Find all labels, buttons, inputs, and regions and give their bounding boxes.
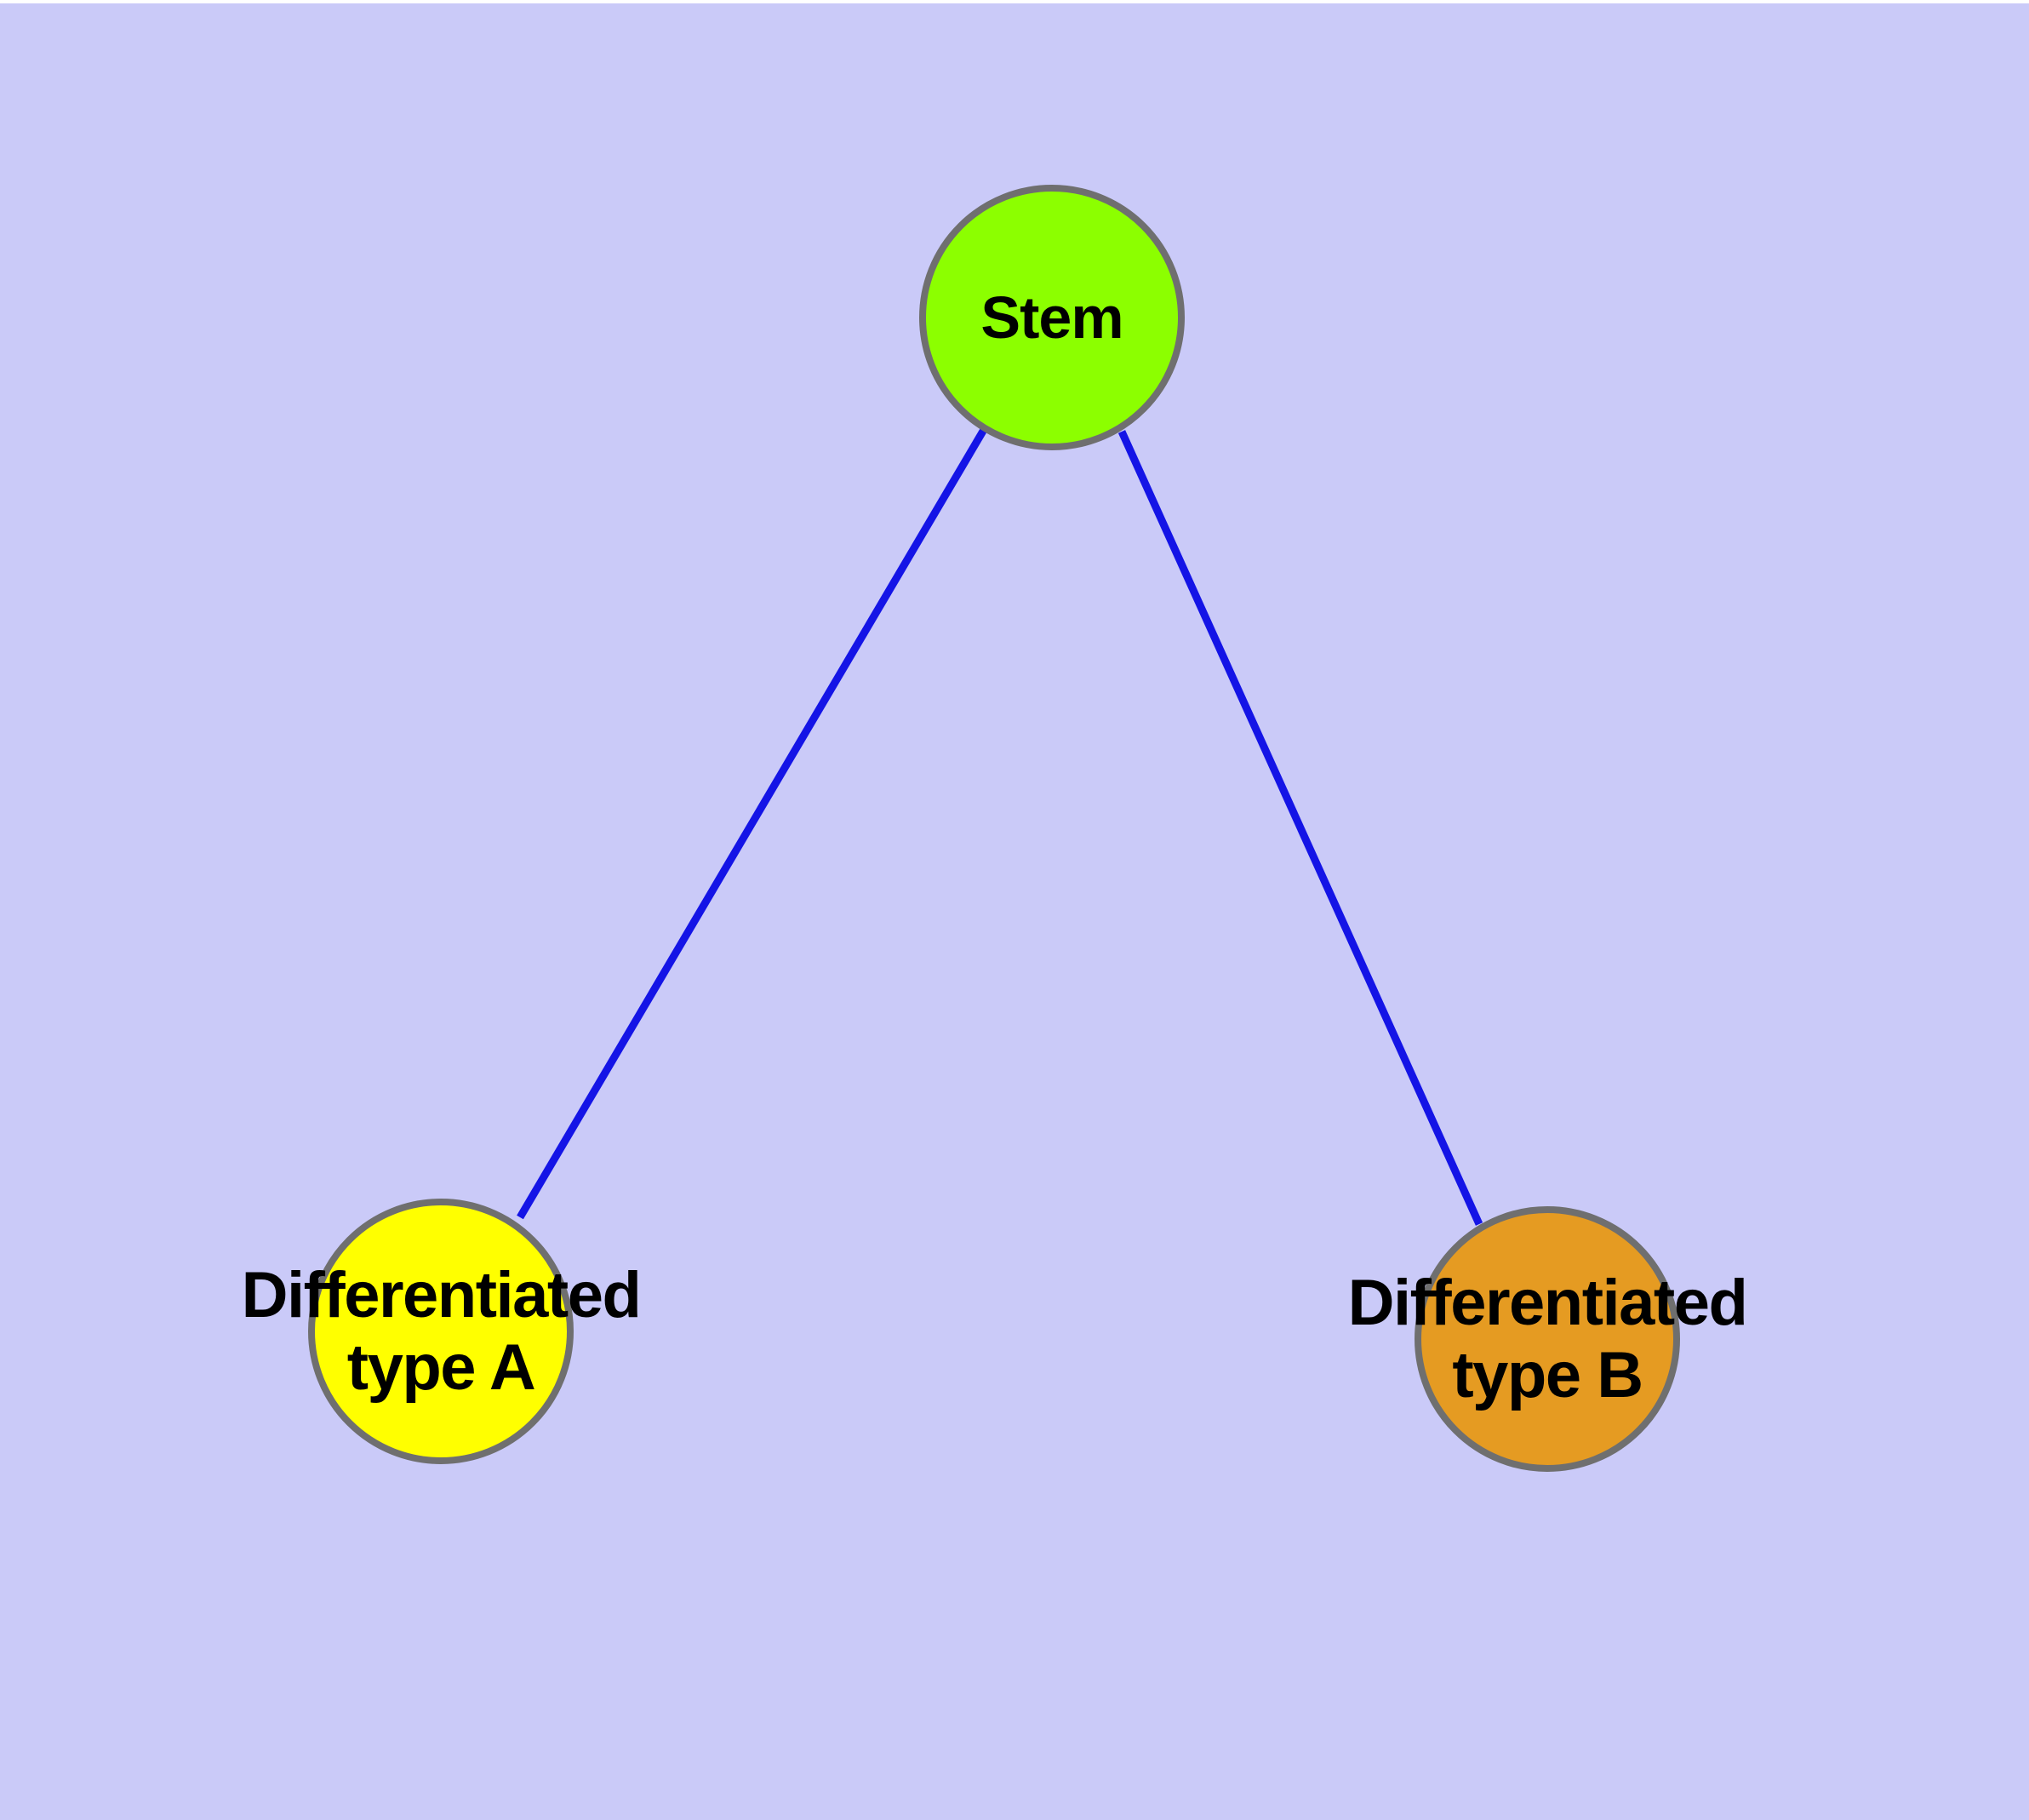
edge-stem-to-differentiated-type-a	[517, 426, 988, 1220]
node-circle-differentiated-type-a[interactable]	[308, 1199, 574, 1464]
node-circle-differentiated-type-b[interactable]	[1415, 1206, 1680, 1472]
node-circle-stem[interactable]	[919, 185, 1185, 450]
edge-layer	[517, 426, 1483, 1226]
canvas-top-margin-strip	[0, 0, 2029, 3]
node-layer	[308, 185, 1680, 1472]
edge-stem-to-differentiated-type-b	[1117, 430, 1483, 1226]
